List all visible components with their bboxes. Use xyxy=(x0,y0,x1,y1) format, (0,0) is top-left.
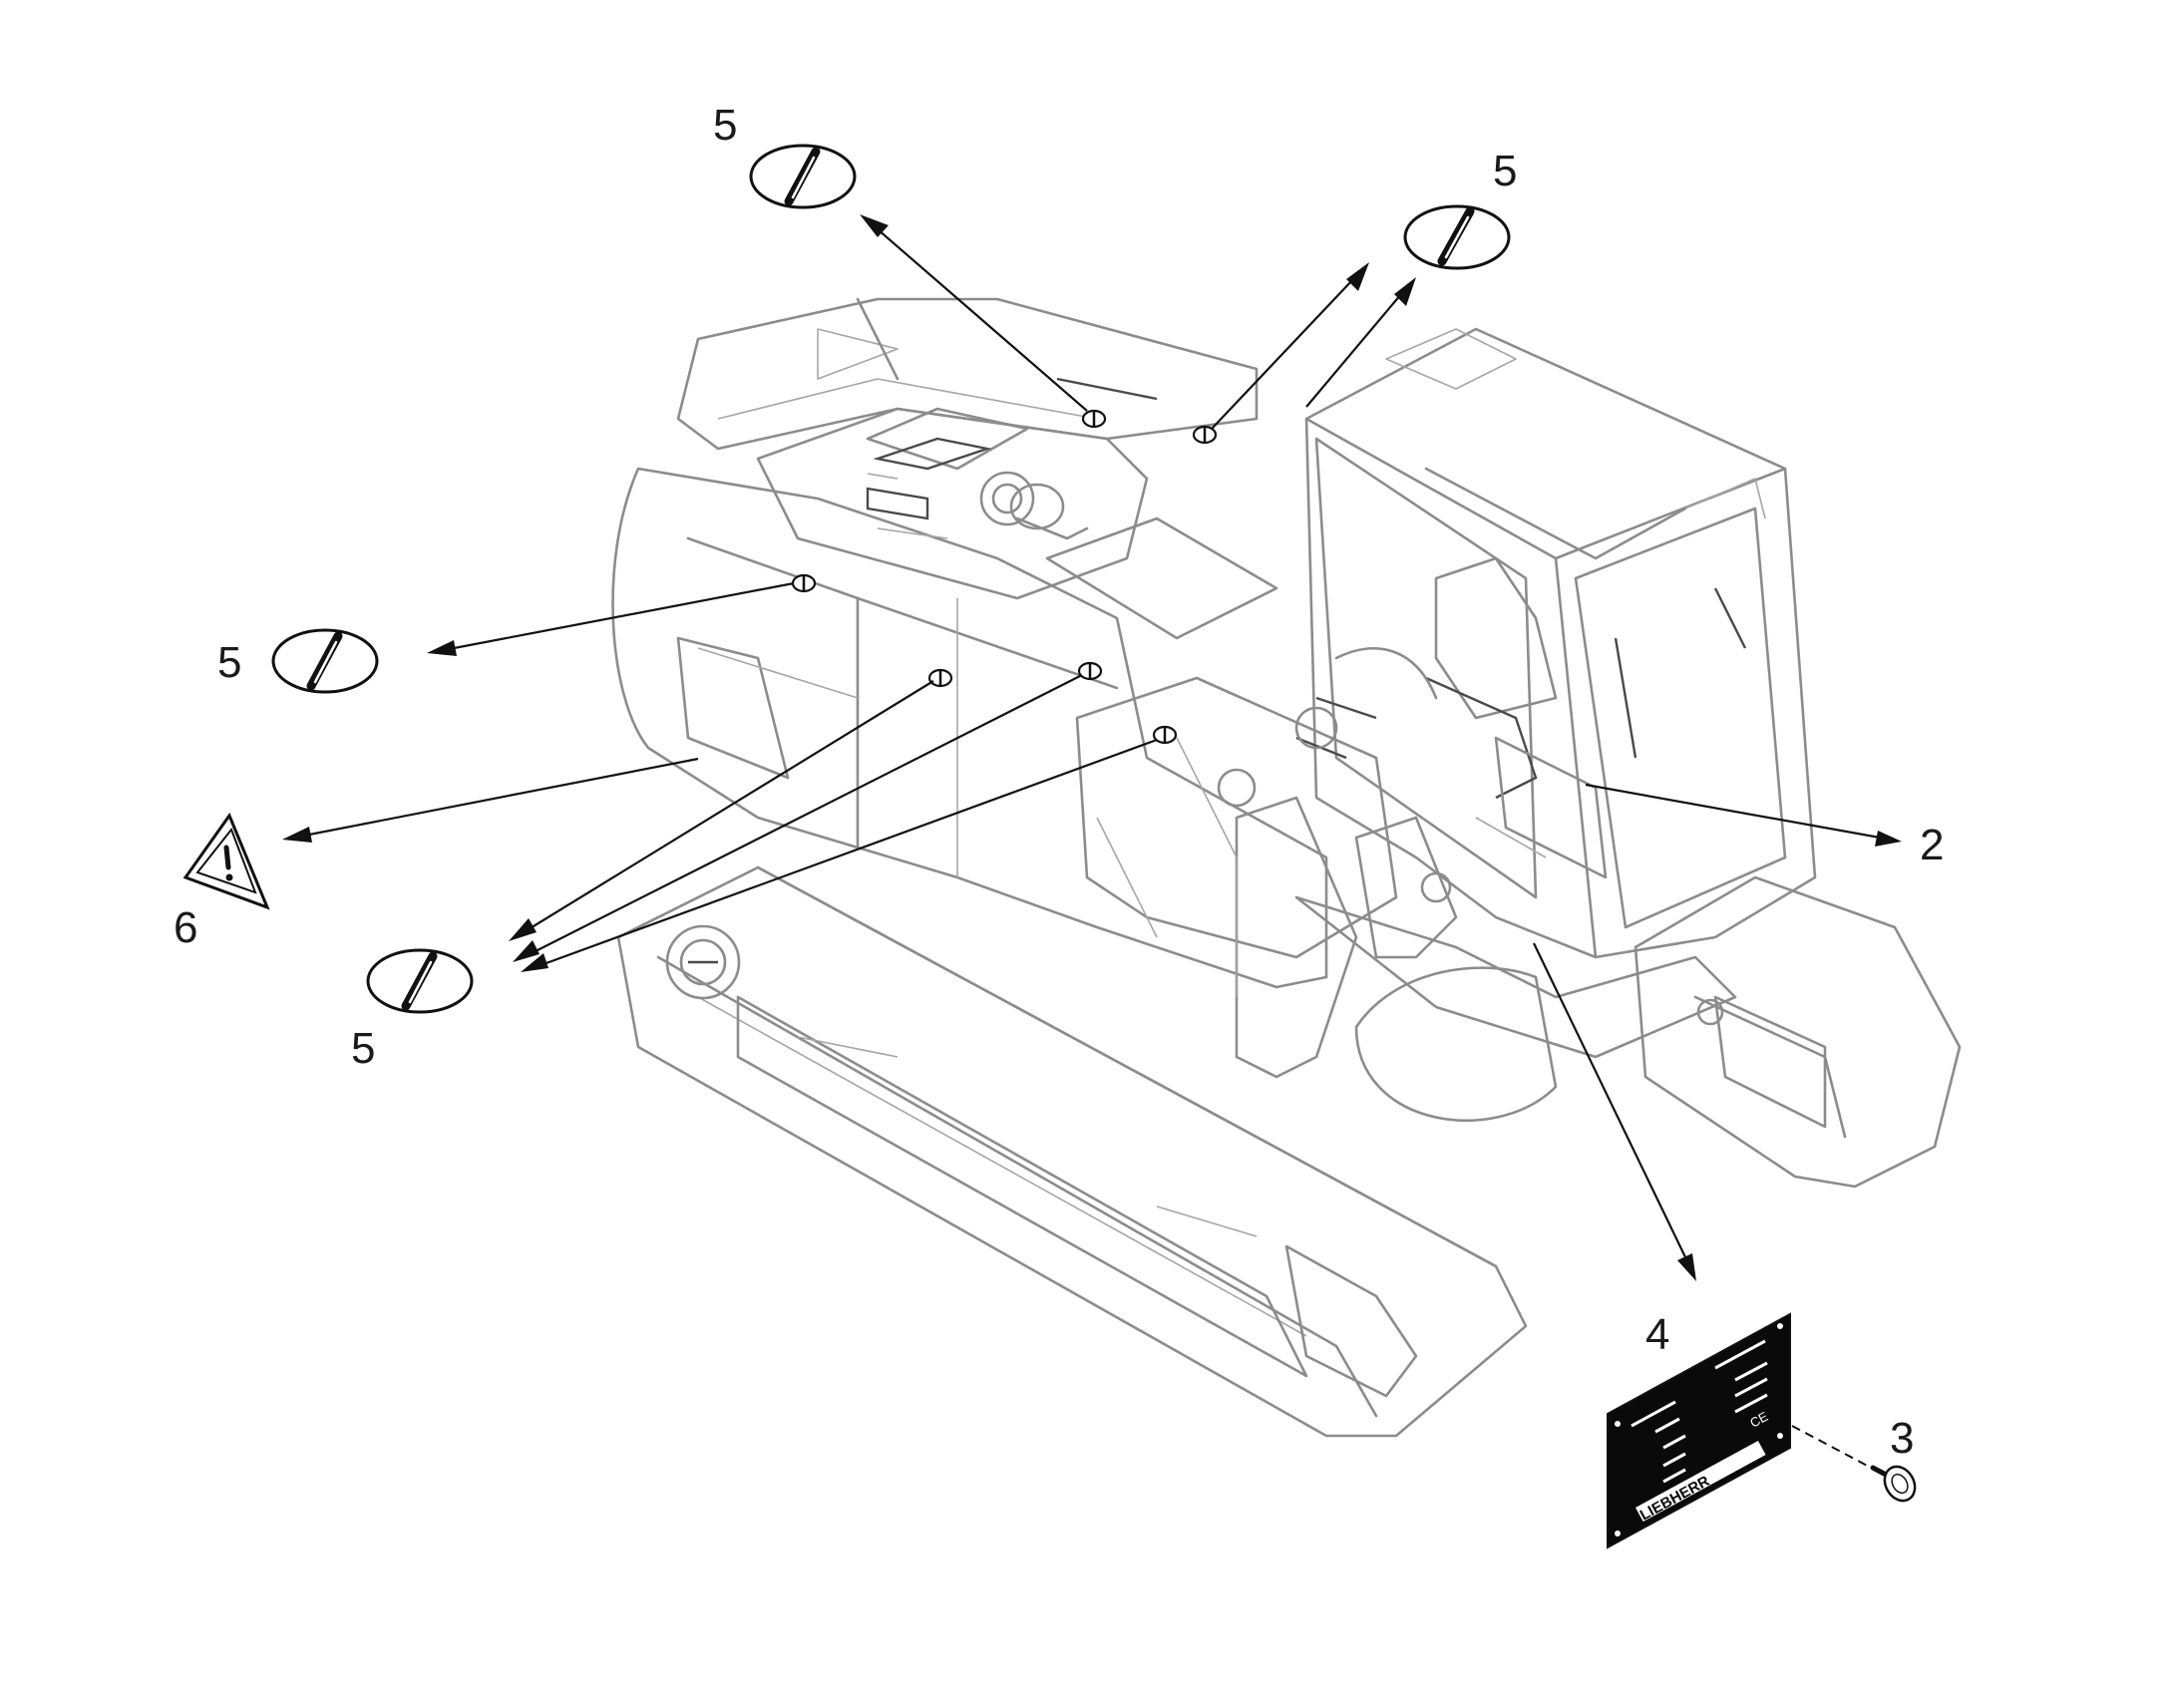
callout-5-left: 5 xyxy=(217,638,241,687)
blanking-plug-icon[interactable] xyxy=(1077,661,1103,681)
blanking-plug-icon[interactable] xyxy=(791,573,817,593)
warning-triangle-icon[interactable] xyxy=(182,812,270,910)
leader-lines xyxy=(282,214,1902,1281)
callout-2: 2 xyxy=(1920,821,1944,869)
callout-5-topright: 5 xyxy=(1493,147,1517,195)
callout-5-bottom: 5 xyxy=(351,1024,375,1073)
undercarriage xyxy=(1294,895,1737,1123)
blanking-plug-icon[interactable] xyxy=(366,948,474,1014)
blanking-plug-icon[interactable] xyxy=(749,144,857,209)
blanking-plug-icon[interactable] xyxy=(1403,204,1511,270)
cab xyxy=(1304,327,1817,959)
boom-mount xyxy=(1075,647,1458,1079)
blanking-plug-icon[interactable] xyxy=(1081,409,1107,429)
callout-4: 4 xyxy=(1645,1310,1669,1359)
callout-3: 3 xyxy=(1890,1414,1914,1463)
assembly-dash-line xyxy=(1791,1425,1876,1471)
screw-icon[interactable] xyxy=(1870,1461,1921,1506)
right-track xyxy=(1634,875,1962,1189)
blanking-plug-icon[interactable] xyxy=(271,628,379,694)
callout-6: 6 xyxy=(174,903,197,952)
blanking-plug-icon[interactable] xyxy=(1152,725,1178,745)
plug-markers xyxy=(791,409,1218,745)
callout-5-top: 5 xyxy=(713,101,737,150)
left-track xyxy=(616,865,1528,1438)
excavator-drawing xyxy=(611,297,1962,1438)
blanking-plug-icon[interactable] xyxy=(1192,425,1218,445)
blanking-plug-icon[interactable] xyxy=(927,668,953,688)
type-plate-icon[interactable]: LIEBHERR CE xyxy=(1607,1312,1791,1549)
callout-labels: 5 5 5 5 2 6 4 3 xyxy=(174,101,1944,1463)
upper-carriage xyxy=(611,297,1328,989)
